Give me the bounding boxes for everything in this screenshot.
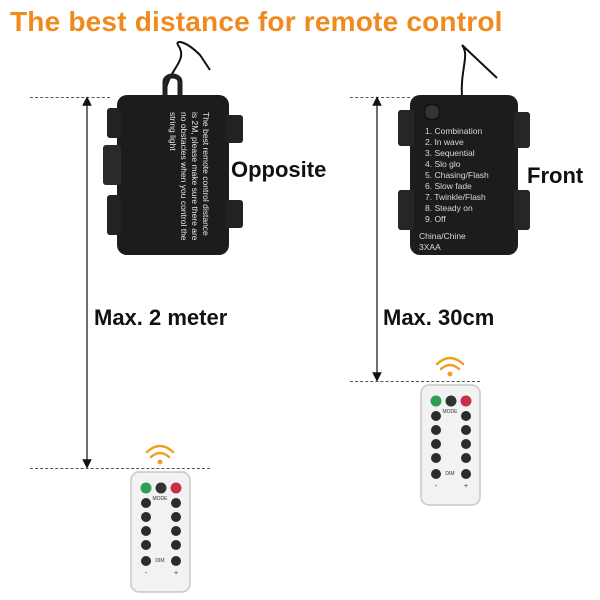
off-button	[460, 395, 472, 407]
page-title: The best distance for remote control	[10, 6, 503, 37]
timer-button	[155, 482, 167, 494]
on-button	[140, 482, 152, 494]
right-distance-label: Max. 30cm	[383, 305, 495, 330]
mode-3: 3. Sequential	[425, 148, 475, 158]
minus-label: -	[145, 570, 148, 577]
minus-button	[431, 469, 441, 479]
mode-6: 6. Slow fade	[425, 181, 472, 191]
minus-label: -	[435, 483, 438, 490]
mode-label: MODE	[153, 496, 169, 502]
wifi-icon	[145, 444, 175, 465]
left-distance-label: Max. 2 meter	[94, 305, 228, 330]
back-text-1: The best remote control distance	[201, 112, 211, 236]
dim-label: DIM	[155, 558, 164, 564]
back-text-4: string light	[168, 112, 178, 151]
origin-text: China/Chine	[419, 231, 466, 241]
plus-label: +	[174, 570, 178, 577]
front-label: Front	[527, 163, 584, 188]
on-button	[430, 395, 442, 407]
back-text-2: is 2M, please make sure there are	[190, 112, 200, 241]
remote-control-right: MODE DIM - +	[420, 384, 481, 506]
left-top-guide	[30, 97, 110, 98]
battery-box-front: 1. Combination 2. In wave 3. Sequential …	[398, 44, 530, 255]
mode-7: 7. Twinkle/Flash	[425, 192, 486, 202]
off-button	[170, 482, 182, 494]
mode-label: MODE	[443, 409, 459, 415]
mode-2: 2. In wave	[425, 137, 464, 147]
plus-label: +	[464, 483, 468, 490]
wifi-icon	[435, 356, 465, 377]
opposite-label: Opposite	[231, 157, 327, 182]
battery-box-back: The best remote control distance is 2M, …	[103, 41, 243, 255]
remote-control-left: MODE DIM - +	[130, 471, 191, 593]
mode-1: 1. Combination	[425, 126, 482, 136]
mode-4: 4. Slo glo	[425, 159, 461, 169]
mode-9: 9. Off	[425, 214, 446, 224]
plus-button	[171, 556, 181, 566]
back-text-3: no obstacles when you control the	[179, 112, 189, 241]
right-bottom-guide	[350, 381, 480, 382]
plus-button	[461, 469, 471, 479]
mode-5: 5. Chasing/Flash	[425, 170, 489, 180]
timer-button	[445, 395, 457, 407]
left-bottom-guide	[30, 468, 210, 469]
battery-text: 3XAA	[419, 242, 441, 252]
dim-label: DIM	[445, 471, 454, 477]
mode-8: 8. Steady on	[425, 203, 473, 213]
function-button-icon	[423, 103, 441, 121]
minus-button	[141, 556, 151, 566]
